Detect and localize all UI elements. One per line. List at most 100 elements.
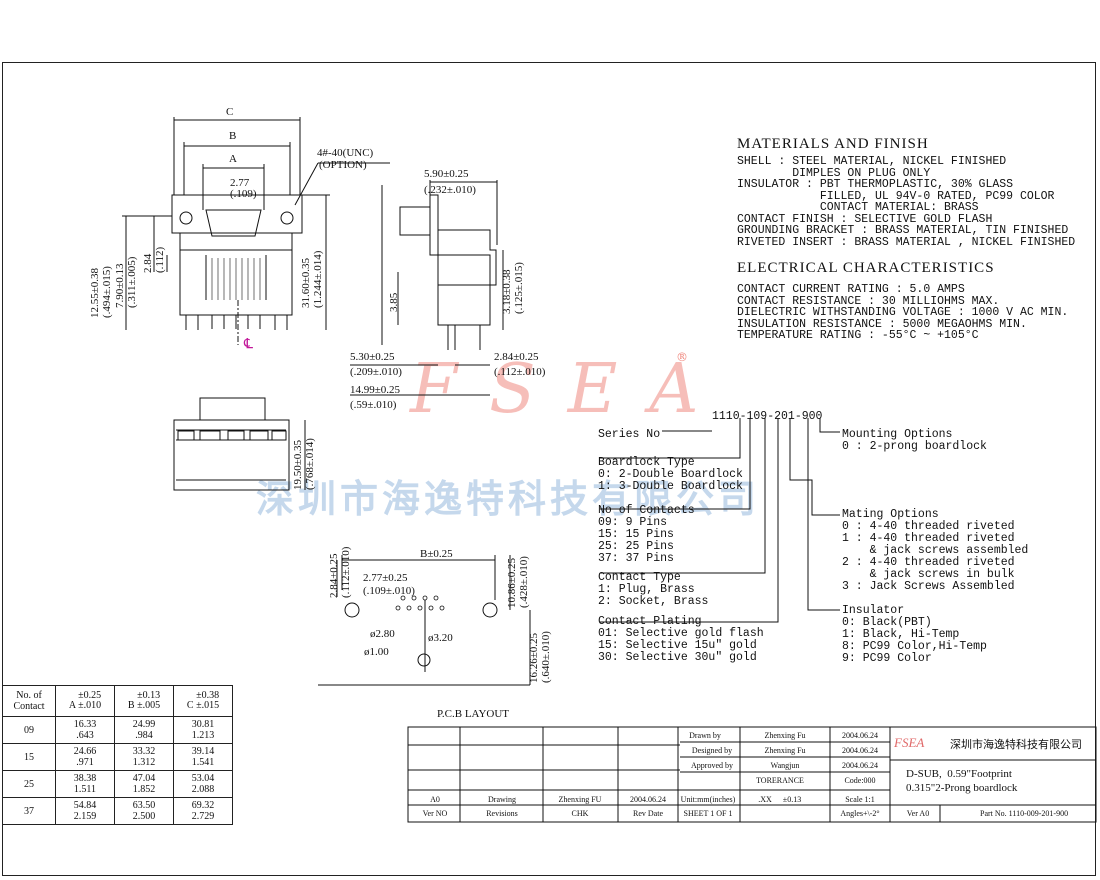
ordering-insulator-option: 9: PC99 Color [842,652,932,665]
materials-line: RIVETED INSERT : BRASS MATERIAL , NICKEL… [737,235,1076,249]
pcb-hole-2: ø3.20 [428,632,453,644]
title-block-units: Unit:mm(inches) [680,795,736,804]
mount-hole-right [280,211,294,225]
title-block-designed-label: Designed by [691,746,733,755]
col-c: C ±0.38±.015 [173,685,233,717]
ordering-mating-option: 2 : 4-40 threaded riveted [842,556,1015,569]
electrical-line: DIELECTRIC WITHSTANDING VOLTAGE : 1000 V… [737,306,1069,319]
col-b: B ±0.13±.005 [114,685,174,717]
title-block-approved-date: 2004.06.24 [842,761,878,770]
cell-a: 16.33.643 [55,716,115,744]
dim-bottom-h-in: (.768±.014) [304,438,316,490]
materials-line: DIMPLES ON PLUG ONLY [737,166,931,180]
cell-contacts: 15 [2,743,56,771]
ordering-mounting-title: Mounting Options [842,428,953,441]
ordering-contacts-option: 25: 25 Pins [598,540,674,553]
title-block-drawn-date: 2004.06.24 [842,731,878,740]
title-block-part-label: Part No. 1110-009-201-900 [980,809,1069,818]
pcb-dim-2: 2.77±0.25 [363,572,408,584]
drawing-frame [2,62,1096,876]
materials-title: MATERIALS AND FINISH [737,136,929,152]
dim-pitch-in: (.109) [230,188,257,200]
dim-thread: 4#-40(UNC) [317,147,374,159]
title-block-designed-date: 2004.06.24 [842,746,878,755]
title-block-rev: A0 [430,795,440,804]
ordering-contacts-option: 37: 37 Pins [598,552,674,565]
ordering-plating-option: 15: Selective 15u" gold [598,639,757,652]
dim-h3: 2.84 [142,253,154,273]
series-label: Series No [598,428,661,441]
ordering-insulator-title: Insulator [842,604,905,617]
ordering-boardlock-option: 0: 2-Double Boardlock [598,468,743,481]
dim-h1-in: (.494±.015) [101,266,113,318]
dimension-table: No. of Contact A ±0.25±.010 B ±0.13±.005… [2,685,233,825]
materials-line: CONTACT MATERIAL: BRASS [737,201,979,214]
ordering-contacts-option: 09: 9 Pins [598,516,668,529]
title-block-h-revisions: Revisions [486,809,518,818]
materials-line: GROUNDING BRACKET : BRASS MATERIAL, TIN … [737,224,1069,237]
ordering-mating-option: 1 : 4-40 threaded riveted [842,532,1015,545]
dim-h2-in: (.311±.005) [126,256,138,308]
dim-side-5: 2.84±0.25 [494,351,539,363]
cell-contacts: 25 [2,770,56,798]
front-shell [205,209,262,237]
pcb-dim-3-in: (.428±.010) [518,556,530,608]
ordering-insulator-option: 0: Black(PBT) [842,616,932,629]
dim-side-1-in: (.232±.010) [424,184,476,196]
dim-h2: 7.90±0.13 [114,263,126,308]
ordering-mating-option: 3 : Jack Screws Assembled [842,580,1015,593]
dim-h4-in: (1.244±.014) [312,250,324,308]
title-block-rev-desc: Drawing [488,795,516,804]
ordering-contact_type-option: 1: Plug, Brass [598,583,695,596]
watermark-company: 深圳市海逸特科技有限公司 [256,477,761,521]
dim-side-2: 3.85 [388,292,400,312]
col-contacts: No. of Contact [2,685,56,717]
centerline-mark: ℄ [243,337,253,352]
cell-contacts: 09 [2,716,56,744]
dim-h4: 31.60±0.35 [300,257,312,308]
dim-side-1: 5.90±0.25 [424,168,469,180]
dim-side-5-in: (.112±.010) [494,366,546,378]
materials-line: FILLED, UL 94V-0 RATED, PC99 COLOR [737,189,1055,203]
title-block-tolerance-label: TORERANCE [756,776,804,785]
title-block-tol-val: ±0.13 [782,795,802,804]
title-block-angles: Angles+\-2° [840,809,880,818]
electrical-line: CONTACT RESISTANCE : 30 MILLIOHMS MAX. [737,294,1000,308]
ordering-plating-option: 30: Selective 30u" gold [598,651,757,664]
pcb-hole-1: ø2.80 [370,628,395,640]
dim-side-4-in: (.209±.010) [350,366,402,378]
title-block-rev-by: Zhenxing FU [558,795,602,804]
electrical-line: TEMPERATURE RATING : -55°C ~ +105°C [737,329,979,342]
dim-b: B [229,130,236,142]
ordering-insulator-option: 1: Black, Hi-Temp [842,628,960,641]
title-block-drawn-label: Drawn by [689,731,721,740]
dim-side-3-in: (.125±.015) [513,262,525,314]
dim-bottom-h: 19.50±0.35 [292,439,304,490]
pcb-dim-4-in: (.640±.010) [540,631,552,683]
title-block-rev-date: 2004.06.24 [630,795,666,804]
watermark-fsea: FSEA [410,350,731,429]
ordering-boardlock-option: 1: 3-Double Boardlock [598,480,743,493]
title-block-h-revdate: Rev Date [633,809,663,818]
dim-side-6-in: (.59±.010) [350,399,397,411]
electrical-line: INSULATION RESISTANCE : 5000 MEGAOHMS MI… [737,317,1027,331]
dim-side-4: 5.30±0.25 [350,351,395,363]
electrical-line: CONTACT CURRENT RATING : 5.0 AMPS [737,283,965,296]
materials-line: SHELL : STEEL MATERIAL, NICKEL FINISHED [737,155,1007,168]
desc-line-1: D-SUB, 0.59"Footprint [906,768,1012,780]
title-block-ver-label: Ver A0 [906,809,930,818]
title-block-code: Code:000 [844,776,876,785]
dim-c: C [226,106,233,118]
cell-b: 24.99.984 [114,716,174,744]
materials-line: CONTACT FINISH : SELECTIVE GOLD FLASH [737,212,993,226]
